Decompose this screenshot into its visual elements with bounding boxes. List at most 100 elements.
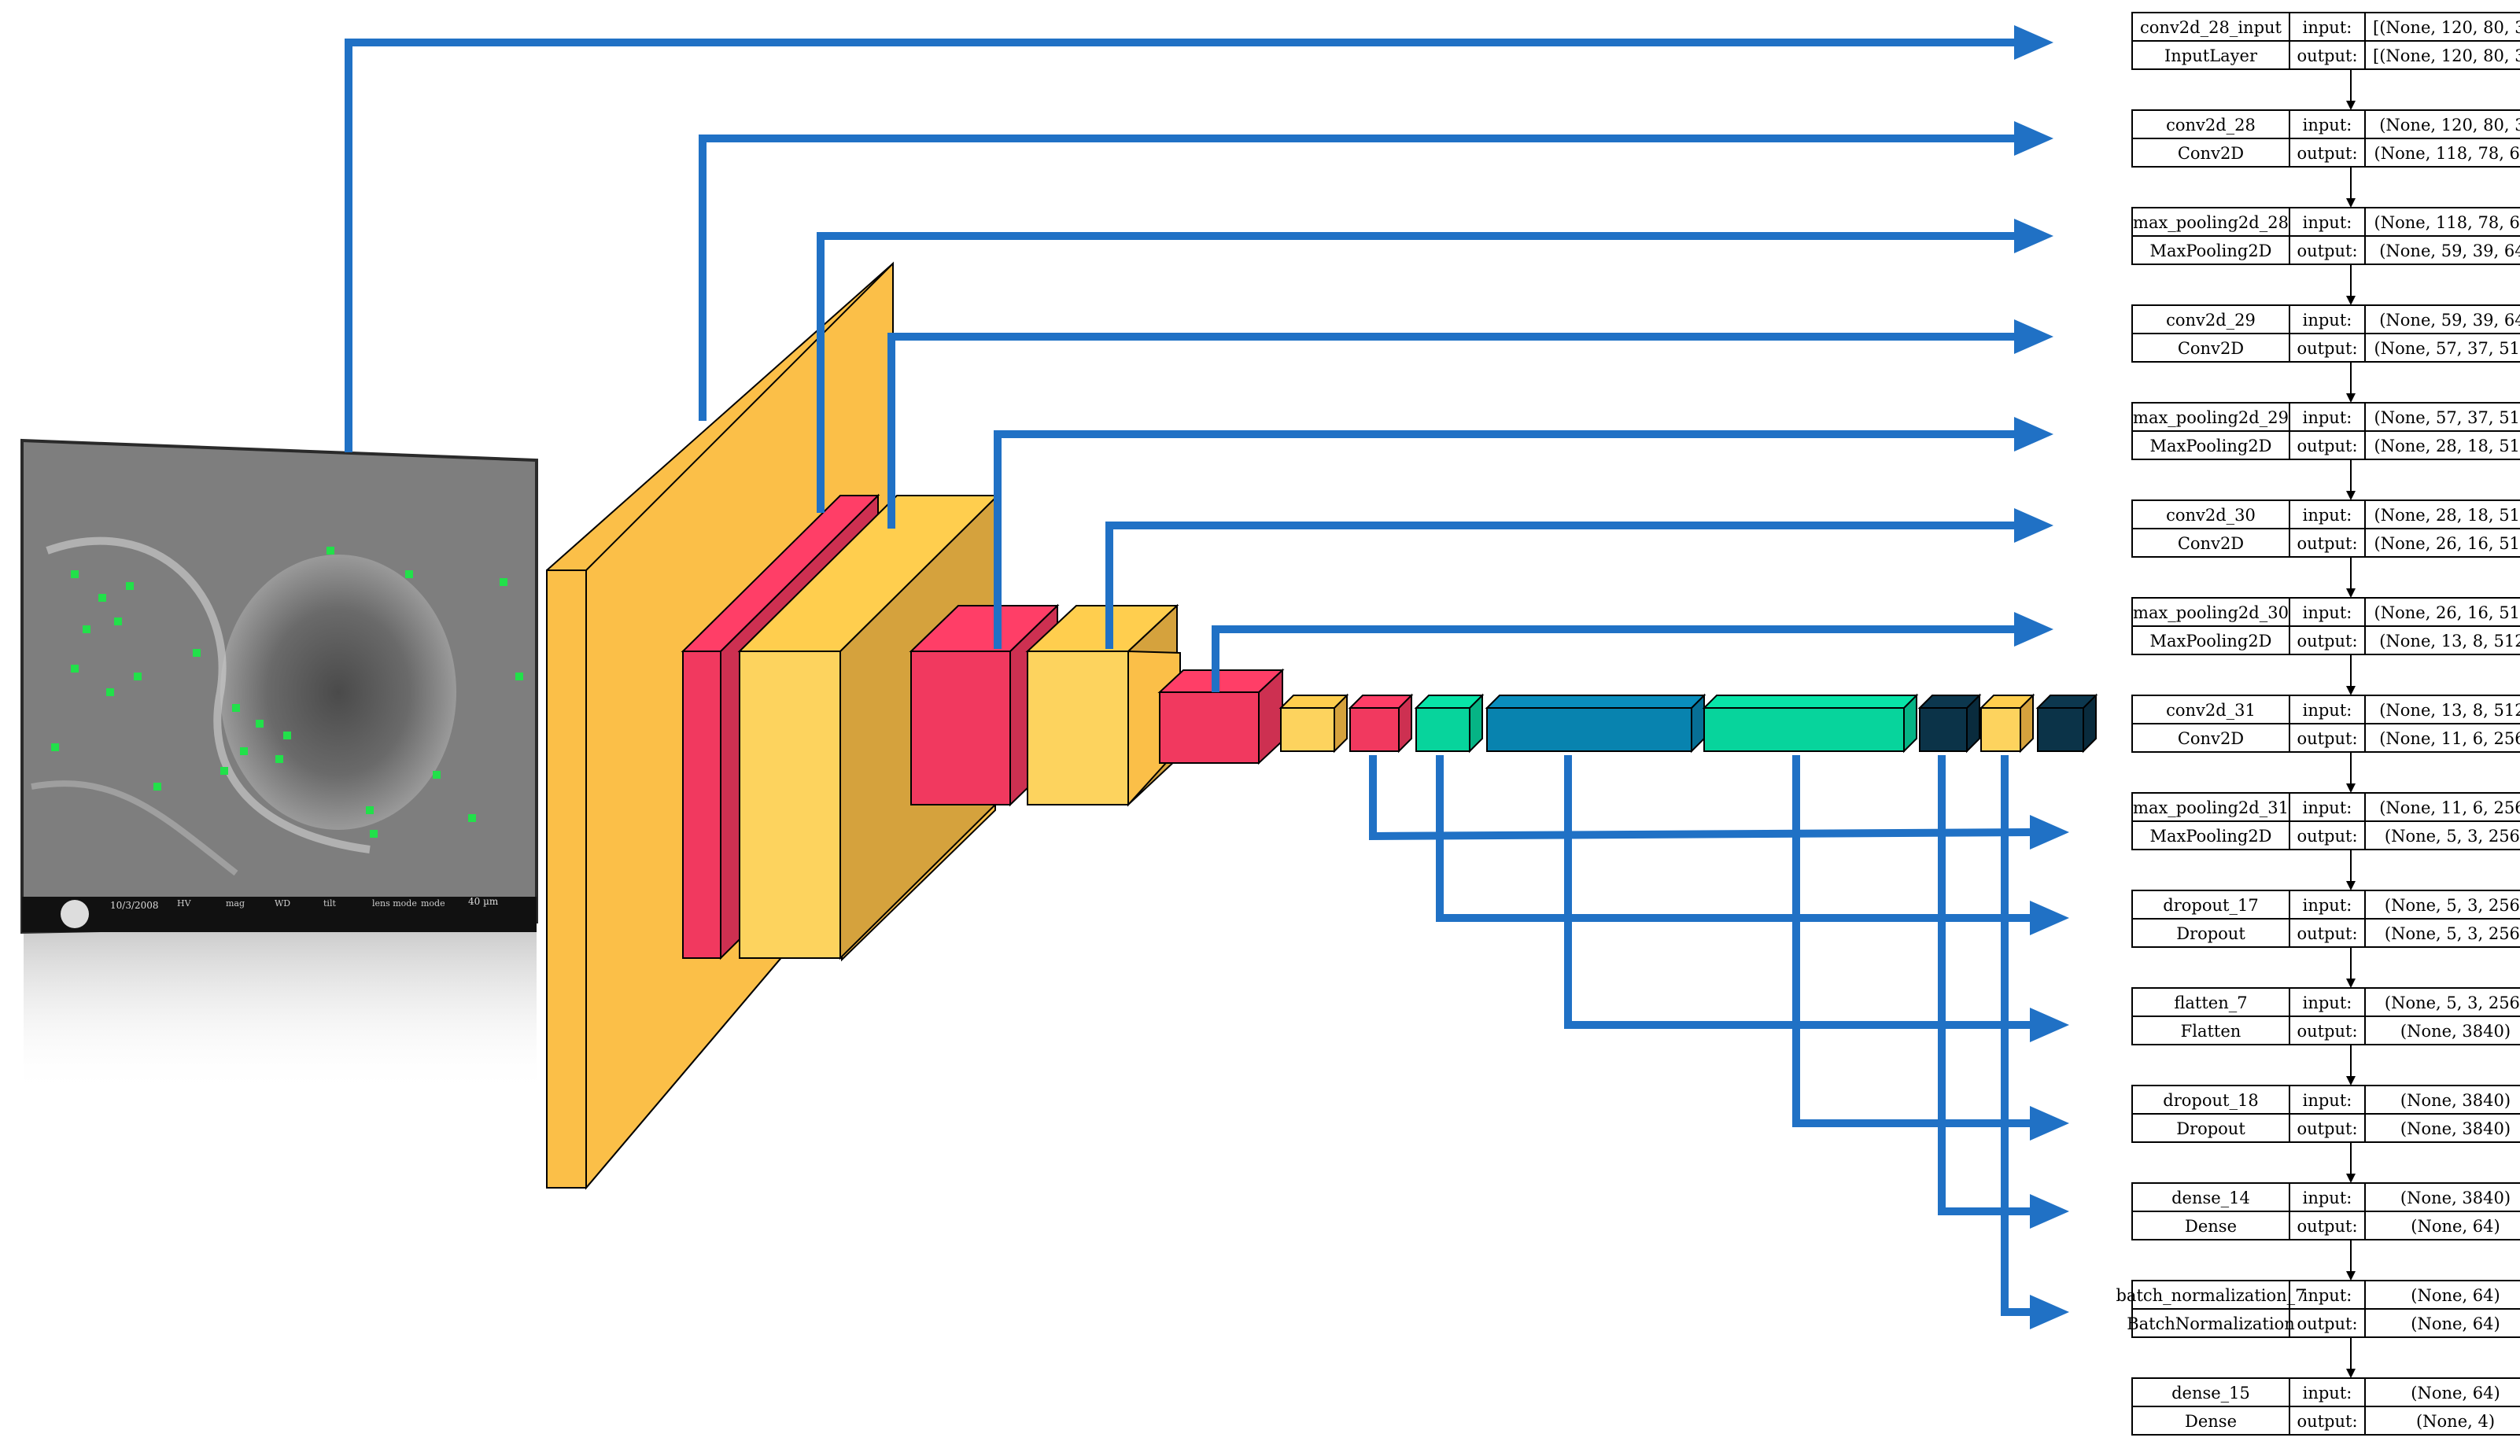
flatten-block — [1485, 693, 1706, 754]
conv-block-3-front — [1027, 651, 1129, 805]
node-layer-name: batch_normalization_7 — [2116, 1286, 2305, 1305]
layer-node-max_pooling2d_29: max_pooling2d_29MaxPooling2Dinput:output… — [2131, 402, 2520, 500]
flatten-block-front — [1486, 707, 1692, 752]
connector-arrow-6-line — [1105, 522, 2014, 649]
node-input-label: input: — [2303, 213, 2352, 232]
detection-marker — [51, 743, 59, 751]
node-input-label: input: — [2303, 1384, 2352, 1403]
node-layer-name: max_pooling2d_28 — [2133, 213, 2289, 232]
node-output-label: output: — [2297, 46, 2357, 65]
node-output-shape: (None, 11, 6, 256) — [2379, 729, 2520, 748]
node-layer-type: Conv2D — [2178, 729, 2244, 748]
node-input-shape: (None, 5, 3, 256) — [2385, 896, 2520, 915]
dropout-block-2-front — [1703, 707, 1905, 752]
node-output-label: output: — [2297, 437, 2357, 455]
node-output-shape: (None, 4) — [2416, 1412, 2495, 1431]
node-output-shape: (None, 13, 8, 512) — [2379, 632, 2520, 651]
connector-arrow-5-head — [2014, 417, 2053, 452]
node-input-shape: [(None, 120, 80, 3)] — [2373, 18, 2520, 37]
connector-arrow-12-line — [1938, 755, 2030, 1215]
node-input-label: input: — [2303, 798, 2352, 817]
node-layer-type: Dense — [2185, 1412, 2237, 1431]
detection-marker — [83, 625, 90, 633]
dropout-block-1 — [1414, 693, 1485, 754]
node-input-shape: (None, 26, 16, 512) — [2374, 603, 2520, 622]
connector-arrow-4-head — [2014, 319, 2053, 354]
node-flow-arrowhead — [2346, 588, 2356, 598]
connector-arrow-9-head — [2030, 901, 2069, 935]
node-output-shape: (None, 64) — [2411, 1314, 2500, 1333]
node-layer-type: MaxPooling2D — [2149, 827, 2271, 846]
node-output-label: output: — [2297, 827, 2357, 846]
node-output-label: output: — [2297, 1022, 2357, 1041]
node-output-label: output: — [2297, 1119, 2357, 1138]
node-output-label: output: — [2297, 729, 2357, 748]
node-layer-type: Conv2D — [2178, 534, 2244, 553]
node-layer-name: conv2d_30 — [2166, 506, 2256, 525]
node-input-shape: (None, 120, 80, 3) — [2379, 116, 2520, 135]
node-layer-name: flatten_7 — [2174, 993, 2247, 1012]
detection-marker — [126, 582, 134, 590]
layer-node-max_pooling2d_30: max_pooling2d_30MaxPooling2Dinput:output… — [2131, 597, 2520, 695]
node-layer-type: Dropout — [2176, 924, 2245, 943]
node-flow-arrowhead — [2346, 101, 2356, 110]
sem-info-label: WD — [275, 898, 290, 909]
node-input-label: input: — [2303, 311, 2352, 330]
connector-arrow-2 — [699, 121, 2053, 421]
connector-arrow-1-head — [2014, 25, 2053, 60]
dropout-block-1-front — [1415, 707, 1470, 752]
connector-arrow-3 — [817, 219, 2053, 513]
node-input-shape: (None, 28, 18, 512) — [2374, 506, 2520, 525]
detection-marker — [71, 570, 79, 578]
detection-marker — [468, 814, 476, 822]
detection-marker — [71, 665, 79, 673]
node-layer-name: conv2d_28_input — [2140, 18, 2282, 37]
connector-arrows — [345, 25, 2069, 1329]
node-input-label: input: — [2303, 18, 2352, 37]
detection-marker — [98, 594, 106, 602]
conv-block-4-top — [1278, 695, 1349, 709]
connector-arrow-7-line — [1212, 625, 2014, 692]
connector-arrow-8-head — [2030, 815, 2069, 850]
node-layer-name: conv2d_28 — [2166, 116, 2256, 135]
node-input-label: input: — [2303, 408, 2352, 427]
pool-block-2-front — [910, 651, 1011, 805]
detection-marker — [193, 649, 201, 657]
detection-marker — [366, 806, 374, 814]
layer-node-max_pooling2d_31: max_pooling2d_31MaxPooling2Dinput:output… — [2131, 792, 2520, 890]
model-summary-column: conv2d_28_inputInputLayerinput:output:[(… — [2116, 12, 2520, 1436]
sem-info-label: lens mode — [372, 898, 417, 909]
node-flow-arrowhead — [2346, 1369, 2356, 1378]
connector-arrow-4-line — [887, 333, 2014, 529]
pool-block-3-front — [1159, 691, 1260, 764]
node-input-label: input: — [2303, 701, 2352, 720]
detection-marker — [515, 673, 523, 680]
sem-info-label: mag — [226, 898, 245, 909]
detection-marker — [283, 732, 291, 739]
connector-arrow-11-head — [2030, 1106, 2069, 1141]
node-flow-arrowhead — [2346, 1174, 2356, 1183]
sem-scale-bar-text: 40 µm — [468, 896, 499, 907]
connector-arrow-3-head — [2014, 219, 2053, 253]
connector-arrow-2-line — [699, 135, 2014, 421]
detection-marker — [370, 830, 378, 838]
detection-marker — [500, 578, 507, 586]
dense-block-1-front — [1919, 707, 1968, 752]
node-input-shape: (None, 3840) — [2400, 1091, 2511, 1110]
slab-front — [546, 569, 587, 1189]
node-output-shape: (None, 5, 3, 256) — [2385, 827, 2520, 846]
node-layer-type: Conv2D — [2178, 339, 2244, 358]
node-output-shape: (None, 57, 37, 512) — [2374, 339, 2520, 358]
layer-node-max_pooling2d_28: max_pooling2d_28MaxPooling2Dinput:output… — [2131, 207, 2520, 305]
pool-block-4 — [1348, 693, 1414, 754]
node-layer-name: dropout_18 — [2163, 1091, 2258, 1110]
detection-marker — [240, 747, 248, 755]
connector-arrow-7 — [1212, 612, 2053, 692]
